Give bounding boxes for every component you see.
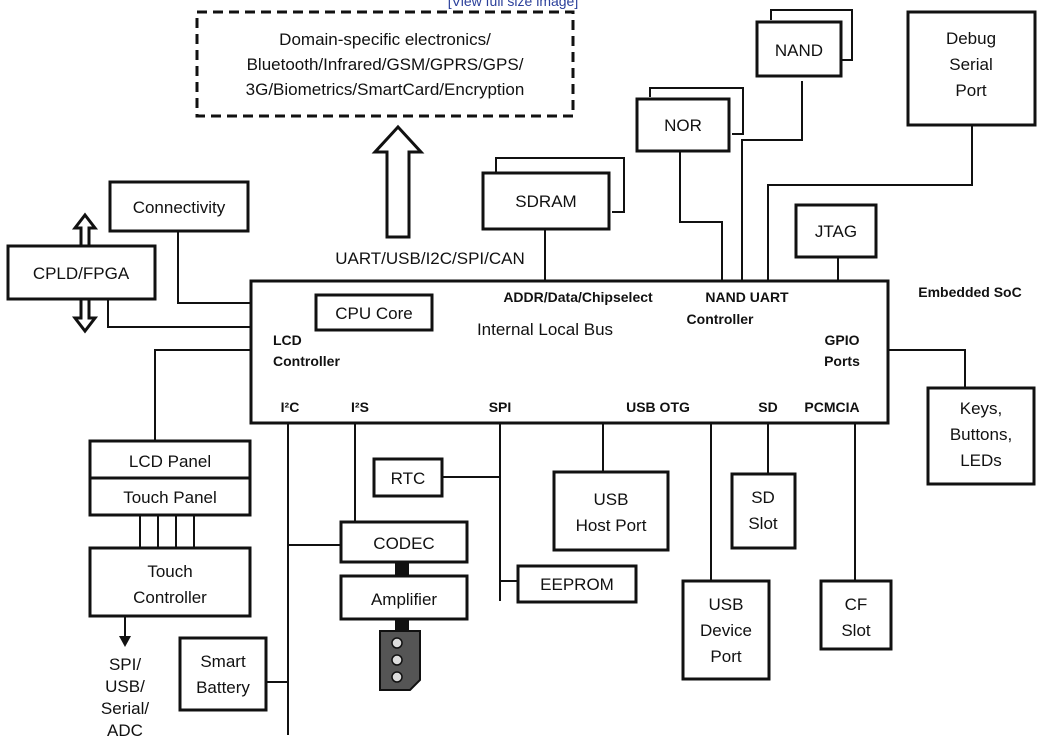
connectivity-block: Connectivity [108,180,250,233]
usb-device-label-2: Device [700,621,752,640]
cpld-label: CPLD/FPGA [33,264,130,283]
embedded-soc-label: Embedded SoC [918,284,1021,300]
codec-label: CODEC [373,534,434,553]
smart-battery-label-2: Battery [196,678,250,697]
eeprom-block: EEPROM [516,564,638,604]
usb-otg-port-label: USB OTG [626,399,690,415]
down-arrow-icon [119,616,131,647]
nand-uart-label: NAND UART [705,289,789,305]
keys-label-2: Buttons, [950,425,1012,444]
pcmcia-port-label: PCMCIA [804,399,859,415]
keys-label-1: Keys, [960,399,1003,418]
touch-out-1: SPI/ [109,655,141,674]
cf-slot-block: CF Slot [819,579,893,651]
addr-data-label: ADDR/Data/Chipselect [503,289,653,305]
touch-panel-label: Touch Panel [123,488,217,507]
debug-serial-port-block: Debug Serial Port [906,10,1037,127]
debug-label-1: Debug [946,29,996,48]
connectivity-label: Connectivity [133,198,226,217]
lcd-touch-panel-block: LCD Panel Touch Panel [88,439,252,517]
up-arrow-icon [371,124,425,239]
touch-controller-block: Touch Controller [88,546,252,618]
domain-line-1: Domain-specific electronics/ [279,30,491,49]
rtc-label: RTC [391,469,426,488]
domain-line-3: 3G/Biometrics/SmartCard/Encryption [246,80,525,99]
i2c-port-label: I²C [281,399,300,415]
nor-label: NOR [664,116,702,135]
internal-bus-label: Internal Local Bus [477,320,613,339]
amplifier-label: Amplifier [371,590,437,609]
gpio-label-1: GPIO [824,332,859,348]
codec-amplifier-link [395,562,409,576]
controller-label: Controller [687,311,754,327]
spi-port-label: SPI [489,399,512,415]
usb-host-port-block: USB Host Port [552,470,670,552]
view-full-size-link[interactable]: [View full size image] [448,0,578,9]
usb-device-label-1: USB [709,595,744,614]
sd-slot-block: SD Slot [730,472,797,550]
embedded-soc-block: Embedded SoC CPU Core ADDR/Data/Chipsele… [249,279,1022,425]
amplifier-speaker-link [395,619,409,631]
sd-slot-label-2: Slot [748,514,778,533]
lcd-controller-label-2: Controller [273,353,340,369]
debug-label-3: Port [955,81,986,100]
domain-line-2: Bluetooth/Infrared/GSM/GPRS/GPS/ [247,55,524,74]
jtag-block: JTAG [794,203,878,259]
sd-port-label: SD [758,399,777,415]
jtag-label: JTAG [815,222,857,241]
usb-host-label-1: USB [594,490,629,509]
touch-output-label: SPI/ USB/ Serial/ ADC [101,655,149,740]
lcd-panel-label: LCD Panel [129,452,211,471]
eeprom-label: EEPROM [540,575,614,594]
cpu-core-label: CPU Core [335,304,412,323]
touch-out-4: ADC [107,721,143,740]
speaker-icon [379,630,421,691]
usb-host-label-2: Host Port [576,516,647,535]
usb-device-port-block: USB Device Port [681,579,771,681]
rtc-block: RTC [372,457,444,498]
cf-slot-label-1: CF [845,595,868,614]
lcd-controller-label-1: LCD [273,332,302,348]
smart-battery-block: Smart Battery [178,636,268,712]
gpio-label-2: Ports [824,353,860,369]
domain-specific-electronics-box: Domain-specific electronics/ Bluetooth/I… [195,10,575,118]
cf-slot-label-2: Slot [841,621,871,640]
nor-block: NOR [635,97,731,153]
sd-slot-label-1: SD [751,488,775,507]
usb-device-label-3: Port [710,647,741,666]
touch-out-2: USB/ [105,677,145,696]
amplifier-block: Amplifier [339,574,469,621]
sdram-label: SDRAM [515,192,576,211]
bus-label: UART/USB/I2C/SPI/CAN [335,249,525,268]
nand-label: NAND [775,41,823,60]
nand-block: NAND [755,20,843,78]
debug-label-2: Serial [949,55,992,74]
keys-buttons-leds-block: Keys, Buttons, LEDs [926,386,1036,486]
cpld-fpga-block: CPLD/FPGA [6,244,157,301]
keys-label-3: LEDs [960,451,1002,470]
smart-battery-label-1: Smart [200,652,246,671]
codec-block: CODEC [339,520,469,564]
i2s-port-label: I²S [351,399,369,415]
touch-controller-label-1: Touch [147,562,192,581]
sdram-block: SDRAM [481,171,611,231]
touch-out-3: Serial/ [101,699,149,718]
touch-controller-label-2: Controller [133,588,207,607]
